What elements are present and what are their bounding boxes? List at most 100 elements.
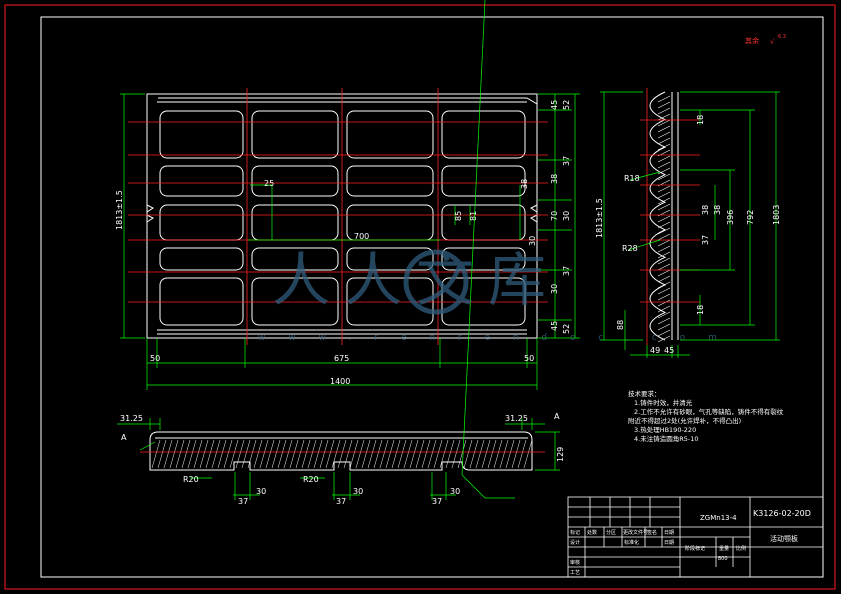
dim-side-38-b: 38 (713, 205, 722, 215)
roughness-label: 其余 (745, 36, 759, 45)
section-hatch-line (247, 439, 257, 469)
side-hatch-line (657, 137, 671, 145)
section-hatch-line (331, 439, 341, 469)
tech-item-5: 4.未注铸造圆角R5-10 (634, 434, 698, 443)
tb-label-review: 审核 (570, 559, 580, 566)
left-notch (146, 204, 154, 223)
side-hatch-line (657, 113, 671, 121)
section-mark-a-right: A (554, 412, 560, 421)
tb-part-name: 活动颚板 (770, 534, 798, 543)
dim-side-88: 88 (616, 320, 625, 330)
section-hatch-line (211, 439, 221, 469)
dim-front-81: 81 (469, 211, 478, 221)
section-hatch-line (307, 439, 317, 469)
side-hatch-line (657, 269, 671, 277)
section-hatch-line (301, 439, 311, 469)
dim-sect-31-25-right: 31.25 (505, 414, 528, 423)
side-hatch-line (657, 215, 671, 223)
side-hatch-line (657, 281, 671, 289)
outer-border (4, 4, 836, 590)
section-hatch-line (505, 439, 515, 469)
front-top-edge (158, 97, 538, 105)
tb-label-scale: 比例 (736, 545, 746, 552)
section-hatch-line (487, 439, 497, 469)
section-hatch-line (427, 439, 437, 469)
tb-label-count: 处数 (587, 529, 597, 536)
section-hatch-line (241, 439, 251, 469)
dim-side-18-bottom: 18 (696, 305, 705, 315)
watermark-url: w w w . r e n r e n d o c . c o m (258, 333, 727, 343)
dim-front-right-8: 37 (562, 266, 571, 276)
tb-label-sign: 签名 (647, 529, 657, 536)
section-hatch-line (187, 439, 197, 469)
pocket-4-0 (159, 277, 244, 326)
section-hatch-line (463, 439, 473, 469)
section-hatch-line (421, 439, 431, 469)
side-hatch-line (657, 107, 671, 115)
side-hatch-line (657, 185, 671, 193)
dim-front-right-3: 38 (550, 174, 559, 184)
section-hatch-line (361, 439, 371, 469)
section-hatch-line (367, 439, 377, 469)
dim-sect-37-a: 37 (238, 497, 248, 506)
title-block (567, 496, 824, 578)
tech-title: 技术要求： (628, 389, 661, 398)
side-hatch-line (657, 335, 671, 343)
section-view: 31.25 31.25 129 R20 R20 30 37 30 37 30 3… (117, 0, 565, 506)
side-hatch-line (657, 203, 671, 211)
dim-side-49: 49 (650, 346, 660, 355)
front-dims (120, 93, 580, 390)
section-hatch-line (337, 439, 347, 469)
dim-sect-30-b: 30 (353, 487, 363, 496)
dim-front-1813: 1813±1.5 (115, 190, 124, 230)
dim-sect-31-25-left: 31.25 (120, 414, 143, 423)
pocket-2-3 (441, 204, 526, 241)
dim-side-r18: R18 (624, 174, 640, 183)
dim-side-396: 396 (726, 210, 735, 225)
dim-front-right-4: 38 (520, 179, 529, 189)
tb-label-change: 更改文件号 (623, 529, 648, 536)
side-hatch-line (657, 275, 671, 283)
section-mark-a-left: A (121, 433, 127, 442)
side-hatch-line (657, 161, 671, 169)
inner-border (40, 16, 824, 578)
side-hatch-line (657, 131, 671, 139)
watermark: 人人文库 w w w . r e n r e n d o c . c o m (258, 246, 727, 343)
side-centerlines (640, 119, 700, 303)
section-hatch-line (373, 439, 383, 469)
side-hatch-line (657, 143, 671, 151)
side-hatch-line (657, 311, 671, 319)
section-hatch-line (259, 439, 269, 469)
section-hatch-line (493, 439, 503, 469)
side-hatch-line (657, 239, 671, 247)
section-hatch-line (481, 439, 491, 469)
dim-front-right-10: 45 (550, 321, 559, 331)
dim-front-right-9: 30 (550, 284, 559, 294)
side-hatch-line (657, 293, 671, 301)
side-tooth-profile (649, 91, 667, 341)
pocket-4-3 (441, 277, 526, 326)
section-hatch-line (439, 439, 449, 469)
side-hatch-line (657, 317, 671, 325)
pocket-1-2 (346, 165, 434, 197)
dim-front-50-right: 50 (524, 354, 534, 363)
side-hatch-line (657, 167, 671, 175)
dim-front-700: 700 (354, 232, 369, 241)
section-hatch-line (403, 439, 413, 469)
tech-item-1: 1.铸件时效，并清光 (634, 398, 693, 407)
pocket-0-0 (159, 110, 244, 159)
side-hatch-line (657, 287, 671, 295)
pocket-0-1 (251, 110, 339, 159)
dim-side-792: 792 (746, 210, 755, 225)
section-hatch-line (175, 439, 185, 469)
dim-front-675: 675 (334, 354, 349, 363)
tb-label-stage: 阶段标记 (685, 545, 705, 552)
dim-front-right-1: 52 (562, 100, 571, 110)
pocket-0-2 (346, 110, 434, 159)
section-dims (117, 0, 560, 500)
section-hatch-line (295, 439, 305, 469)
section-hatch-line (409, 439, 419, 469)
side-hatch-line (657, 233, 671, 241)
